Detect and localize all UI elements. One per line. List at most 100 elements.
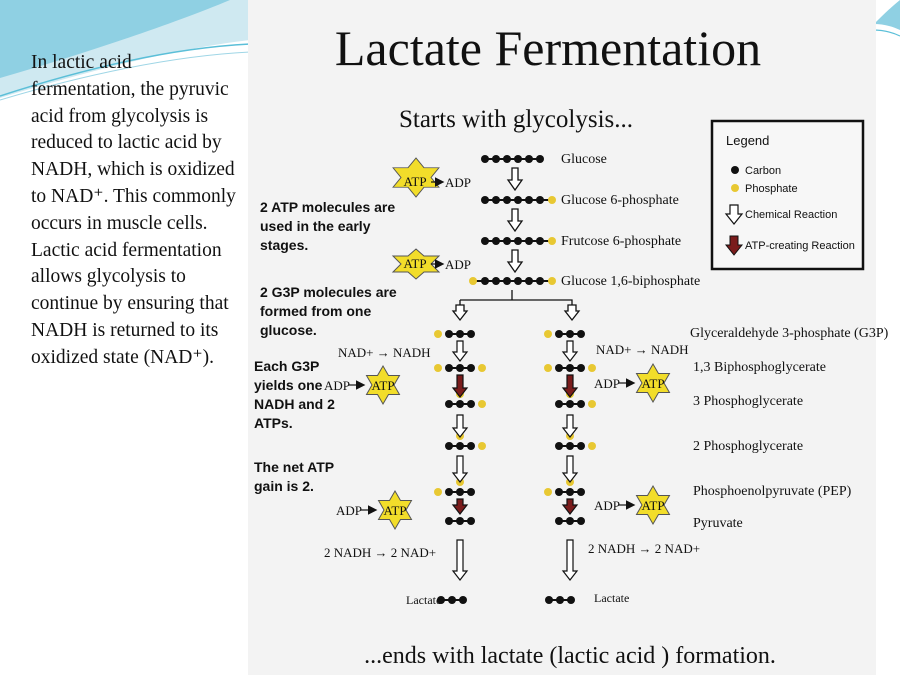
- atp-star-icon: [635, 485, 671, 525]
- carbon-dot-icon: [566, 330, 574, 338]
- reaction-arrow-icon: [451, 340, 469, 362]
- lactate-fermentation-diagram: Lactate Fermentation Starts with glycoly…: [254, 20, 889, 669]
- phosphate-dot-icon: [544, 330, 552, 338]
- note-g3p-yields-2: yields one: [254, 377, 323, 393]
- carbon-dot-icon: [437, 596, 445, 604]
- diagram-subtitle: Starts with glycolysis...: [399, 106, 633, 133]
- carbon-dot-icon: [467, 442, 475, 450]
- atp-reaction-arrow-icon: [561, 498, 579, 515]
- adp-label: ADP: [594, 498, 620, 513]
- note-g3p-yields-3: NADH and 2: [254, 396, 335, 412]
- carbon-dot-icon: [555, 517, 563, 525]
- label-nadh-to-nad-left: 2 NADH → 2 NAD+: [324, 545, 436, 560]
- carbon-dot-icon: [545, 596, 553, 604]
- phosphate-dot-icon: [544, 488, 552, 496]
- phosphate-dot-icon: [478, 442, 486, 450]
- reaction-arrow-icon: [451, 414, 469, 438]
- carbon-dot-icon: [467, 364, 475, 372]
- glucose-row: Glucose: [481, 152, 607, 167]
- carbon-dot-icon: [456, 330, 464, 338]
- f6p-row: Frutcose 6-phosphate: [481, 234, 681, 249]
- carbon-dot-icon: [577, 517, 585, 525]
- label-glucose: Glucose: [561, 152, 607, 167]
- legend-title: Legend: [726, 133, 769, 148]
- label-g3p: Glyceraldehyde 3-phosphate (G3P): [690, 326, 889, 341]
- phosphate-dot-icon: [478, 400, 486, 408]
- carbon-dot-icon: [445, 364, 453, 372]
- carbon-dot-icon: [467, 517, 475, 525]
- diagram-title: Lactate Fermentation: [335, 20, 761, 76]
- reaction-arrow-icon: [506, 249, 524, 274]
- note-g3p-formed-2: formed from one: [260, 303, 371, 319]
- carbon-dot-icon: [448, 596, 456, 604]
- legend-item-chemical: Chemical Reaction: [745, 209, 837, 221]
- atp-label: ATP: [403, 174, 426, 189]
- note-net-atp-2: gain is 2.: [254, 478, 314, 494]
- label-glucose-1-6-biphosphate: Glucose 1,6-biphosphate: [561, 274, 700, 289]
- label-fructose-6-phosphate: Frutcose 6-phosphate: [561, 234, 681, 249]
- label-3-phosphoglycerate: 3 Phosphoglycerate: [693, 394, 803, 409]
- carbon-dot-icon: [456, 488, 464, 496]
- carbon-dot-icon: [456, 400, 464, 408]
- carbon-dot-icon: [467, 330, 475, 338]
- carbon-dot-icon: [456, 517, 464, 525]
- carbon-dot-icon: [555, 442, 563, 450]
- phosphate-dot-icon: [434, 364, 442, 372]
- atp-star-icon: [365, 365, 401, 405]
- phosphate-dot-icon: [434, 330, 442, 338]
- f16bp-row: Glucose 1,6-biphosphate: [469, 274, 700, 289]
- label-2-phosphoglycerate: 2 Phosphoglycerate: [693, 439, 803, 454]
- branch-right: [544, 330, 596, 604]
- carbon-dot-icon: [555, 330, 563, 338]
- adp-label: ADP: [445, 257, 471, 272]
- phosphate-dot-icon: [544, 364, 552, 372]
- note-g3p-formed-1: 2 G3P molecules are: [260, 284, 397, 300]
- atp-label: ATP: [403, 256, 426, 271]
- carbon-dot-icon: [566, 364, 574, 372]
- carbon-dot-icon: [577, 488, 585, 496]
- atp-label: ATP: [383, 503, 406, 518]
- label-lactate-left: Lactate: [406, 593, 441, 607]
- legend: Legend Carbon Phosphate Chemical Reactio…: [710, 119, 865, 271]
- label-nadh-to-nad-right: 2 NADH → 2 NAD+: [588, 541, 700, 556]
- label-pep: Phosphoenolpyruvate (PEP): [693, 484, 852, 499]
- phosphate-dot-icon: [588, 400, 596, 408]
- carbon-dot-icon: [556, 596, 564, 604]
- atp-reaction-arrow-icon: [724, 235, 744, 256]
- carbon-dot-icon: [555, 400, 563, 408]
- adp-label: ADP: [336, 503, 362, 518]
- carbon-dot-icon: [577, 330, 585, 338]
- atp-star-icon: [391, 248, 441, 280]
- note-atp-used-2: used in the early: [260, 218, 371, 234]
- note-g3p-formed-3: glucose.: [260, 322, 317, 338]
- carbon-dot-icon: [456, 364, 464, 372]
- reaction-arrow-icon: [561, 455, 579, 483]
- corner-swoosh-decoration: [0, 0, 251, 101]
- reaction-arrow-icon: [451, 539, 469, 581]
- note-atp-used-1: 2 ATP molecules are: [260, 199, 395, 215]
- atp-reaction-arrow-icon: [451, 498, 469, 515]
- phosphate-dot-icon: [478, 364, 486, 372]
- label-1-3-bpg: 1,3 Biphosphoglycerate: [693, 360, 826, 375]
- diagram-panel: [248, 0, 876, 675]
- side-text: In lactic acid fermentation, the pyruvic…: [31, 52, 236, 368]
- carbon-dot-icon: [566, 442, 574, 450]
- label-pyruvate: Pyruvate: [693, 516, 743, 531]
- chemical-reaction-arrow-icon: [724, 204, 744, 225]
- note-g3p-yields-4: ATPs.: [254, 415, 293, 431]
- carbon-dot-icon: [467, 400, 475, 408]
- adp-label: ADP: [445, 175, 471, 190]
- phosphate-dot-icon: [588, 442, 596, 450]
- phosphate-dot-icon: [434, 488, 442, 496]
- atp-reaction-arrow-icon: [561, 374, 579, 398]
- label-nad-to-nadh-left: NAD+ → NADH: [338, 345, 431, 360]
- legend-item-carbon: Carbon: [745, 165, 781, 177]
- carbon-dot-icon: [731, 166, 739, 174]
- reaction-arrow-icon: [561, 340, 579, 362]
- legend-item-atp-reaction: ATP-creating Reaction: [745, 240, 855, 252]
- carbon-dot-icon: [456, 442, 464, 450]
- carbon-dot-icon: [445, 330, 453, 338]
- atp-reaction-arrow-icon: [451, 374, 469, 398]
- label-glucose-6-phosphate: Glucose 6-phosphate: [561, 193, 679, 208]
- carbon-dot-icon: [566, 400, 574, 408]
